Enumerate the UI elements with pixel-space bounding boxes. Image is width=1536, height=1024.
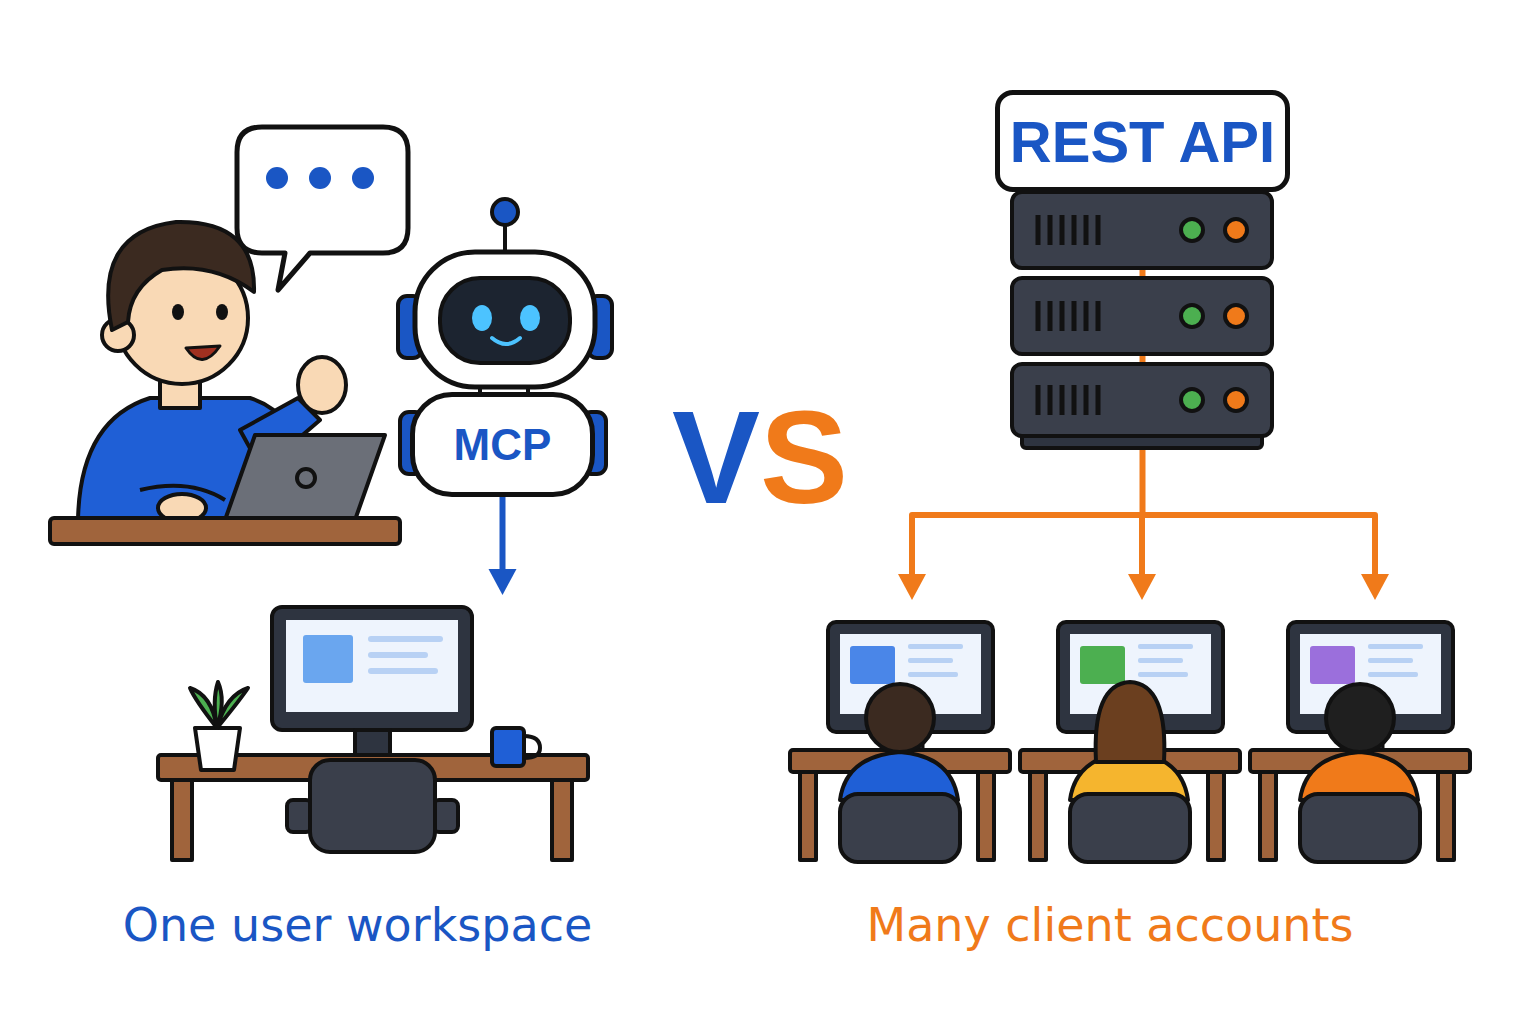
arrow-head	[489, 569, 517, 595]
flow-arrow	[898, 192, 1389, 600]
connector-line	[912, 192, 1375, 574]
node-text: MCP	[454, 420, 552, 470]
workstation-illustration	[158, 607, 588, 860]
server-rack	[1012, 192, 1272, 448]
clients-area: Many client accounts	[785, 600, 1490, 955]
arrow-head	[1128, 574, 1156, 600]
arrow-head	[1361, 574, 1389, 600]
node-text: REST API	[1010, 108, 1275, 175]
client-desk	[1250, 622, 1470, 862]
person-figure	[50, 222, 400, 544]
workspace-area: One user workspace	[100, 595, 615, 955]
arrow-head	[898, 574, 926, 600]
node-text: One user workspace	[100, 895, 615, 955]
api-label-box: REST API	[995, 90, 1290, 192]
versus-label: VS	[672, 392, 892, 524]
flow-arrow	[489, 497, 517, 595]
client-desk	[1020, 622, 1240, 862]
connector-line	[500, 497, 506, 569]
node-text: Many client accounts	[785, 895, 1435, 955]
mcp-robot-body: MCP	[410, 392, 595, 497]
speech-bubble	[237, 127, 408, 290]
client-desk	[790, 622, 1010, 862]
